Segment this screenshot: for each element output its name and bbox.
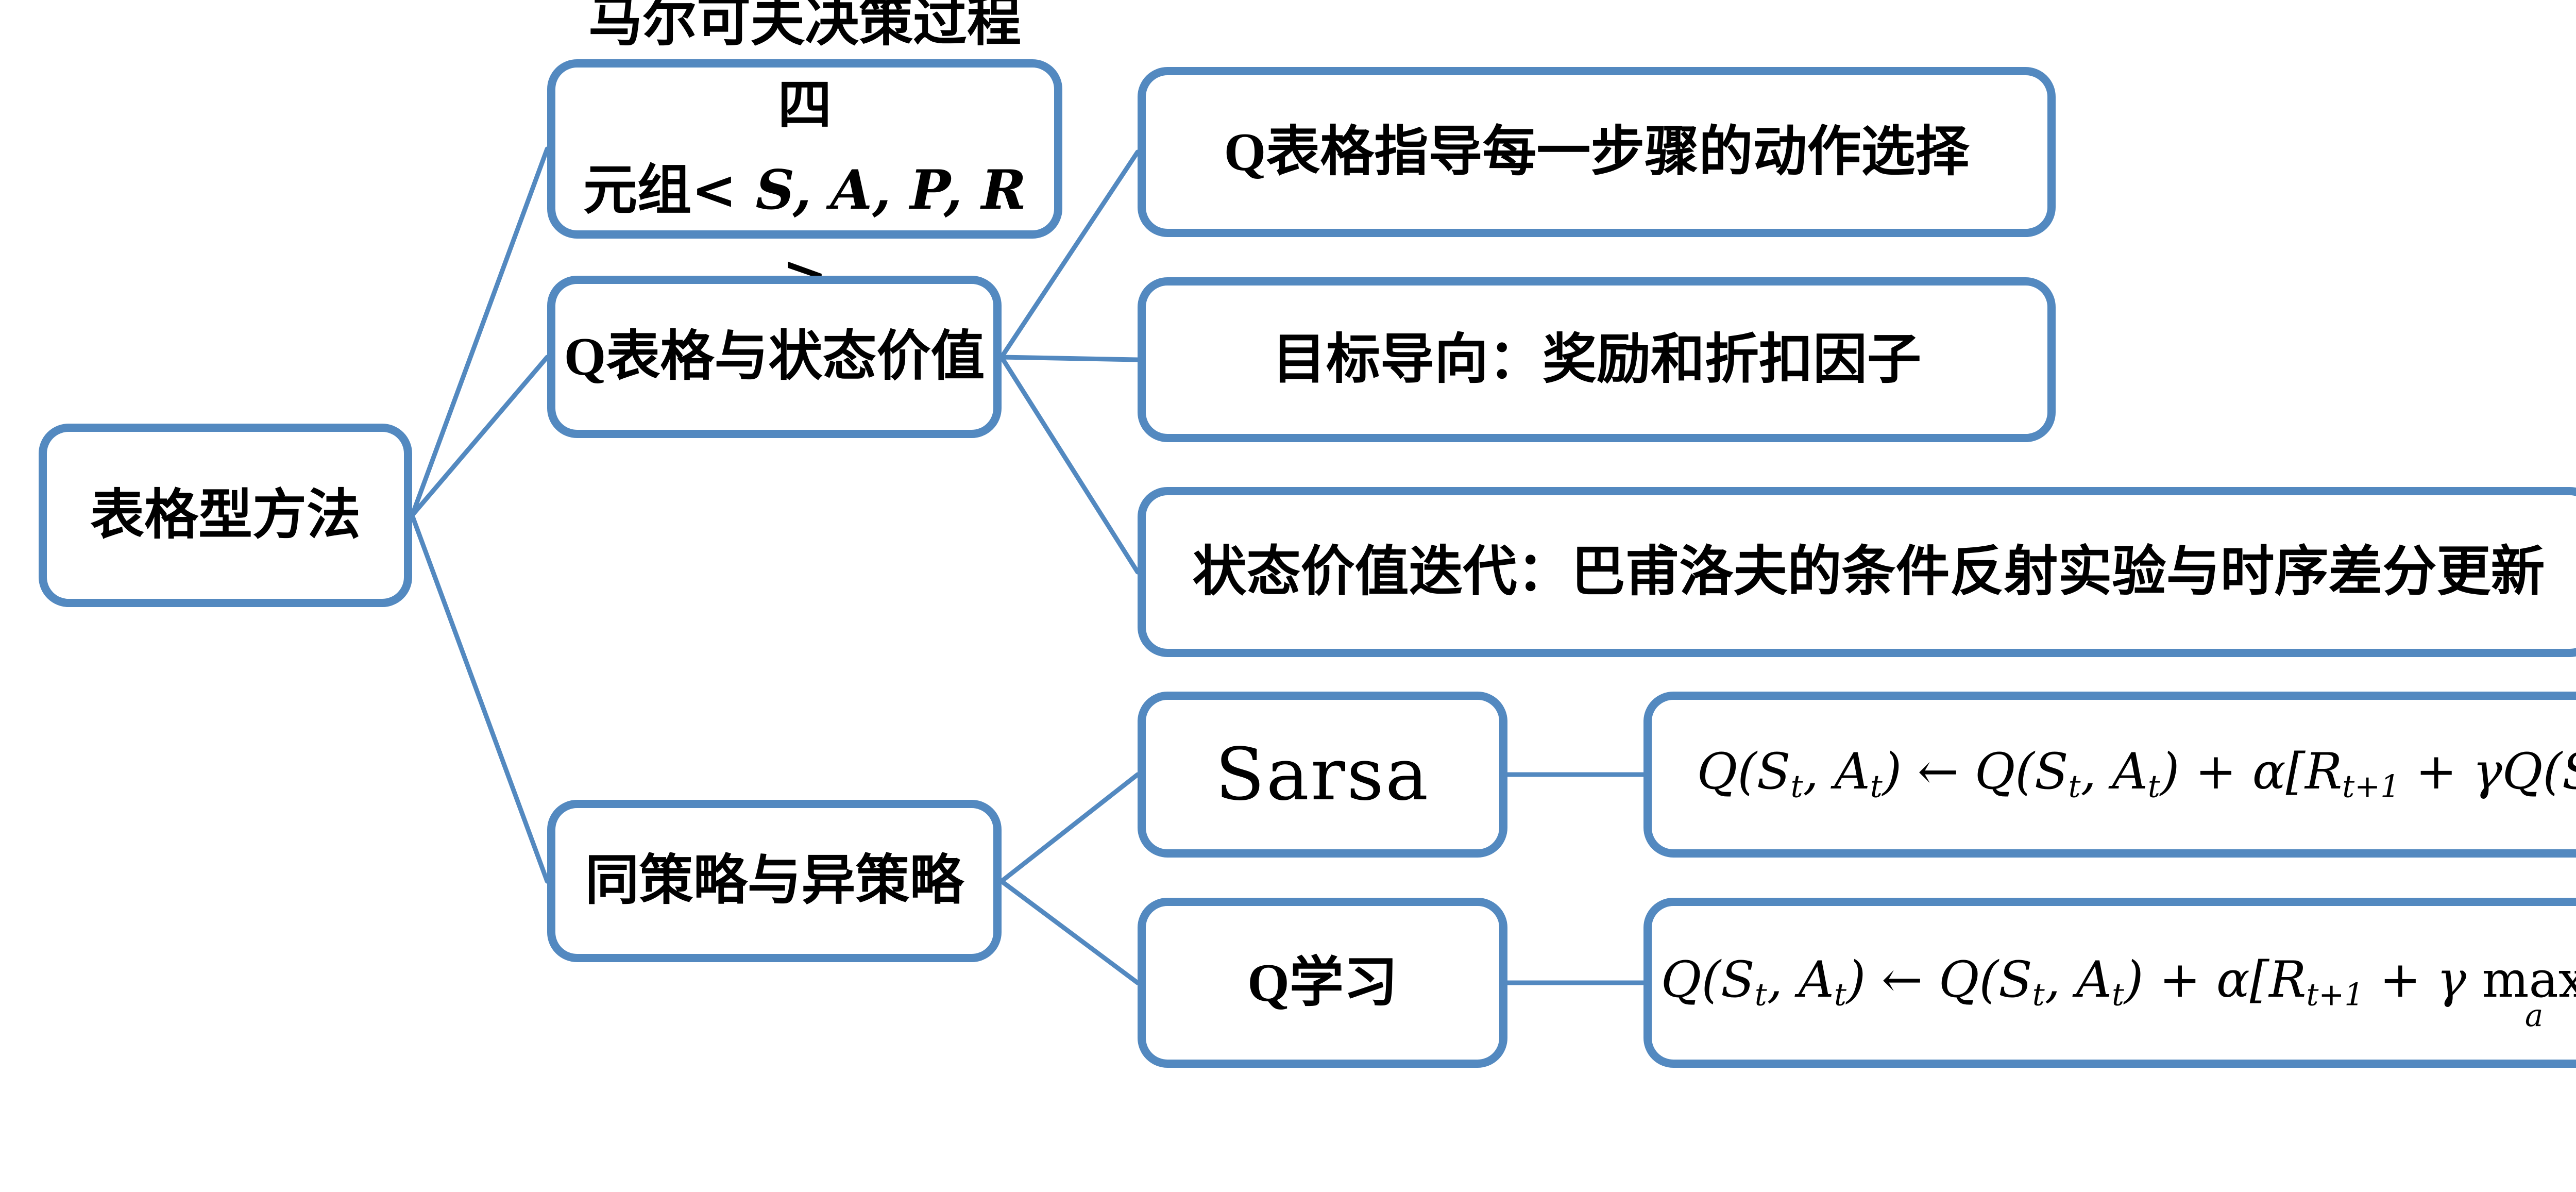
node-on-off-policy: 同策略与异策略 <box>547 800 1002 962</box>
node-q-learning-label: Q学习 <box>1247 952 1398 1013</box>
leaf-goal-oriented-label: 目标导向：奖励和折扣因子 <box>1272 329 1921 390</box>
node-qtable-state-value: Q表格与状态价值 <box>547 276 1002 438</box>
connector-qtable-action <box>999 149 1140 360</box>
node-mdp-tuple-label: 马尔可夫决策过程四 元组< S, A, P, R > <box>563 0 1047 318</box>
node-on-off-policy-label: 同策略与异策略 <box>585 850 964 911</box>
node-tabular-methods: 表格型方法 <box>39 424 412 607</box>
connector-root-mdp <box>410 146 550 518</box>
node-qtable-state-value-label: Q表格与状态价值 <box>564 326 985 387</box>
node-sarsa-label: Sarsa <box>1215 732 1430 817</box>
connector-root-policy <box>410 513 550 884</box>
connector-policy-qlearn <box>999 879 1140 985</box>
leaf-qtable-action-selection: Q表格指导每一步骤的动作选择 <box>1138 67 2056 237</box>
leaf-goal-oriented: 目标导向：奖励和折扣因子 <box>1138 277 2056 442</box>
connector-qtable-value <box>999 355 1140 575</box>
node-mdp-tuple: 马尔可夫决策过程四 元组< S, A, P, R > <box>547 0 1062 307</box>
node-q-learning: Q学习 <box>1138 898 1507 1068</box>
formula-sarsa-update-text: Q(St, At) ← Q(St, At) + α[Rt+1 + γQ(St+1… <box>1697 743 2576 805</box>
leaf-state-value-iteration-label: 状态价值迭代：巴甫洛夫的条件反射实验与时序差分更新 <box>1192 541 2545 602</box>
mdp-line2-prefix: 元组 <box>583 160 691 221</box>
connector-root-qtable <box>410 355 550 518</box>
leaf-qtable-action-selection-label: Q表格指导每一步骤的动作选择 <box>1224 121 1970 182</box>
node-tabular-methods-label: 表格型方法 <box>90 484 361 545</box>
connector-qtable-goal <box>999 355 1140 362</box>
leaf-state-value-iteration: 状态价值迭代：巴甫洛夫的条件反射实验与时序差分更新 <box>1138 487 2576 657</box>
node-sarsa: Sarsa <box>1138 692 1507 858</box>
formula-sarsa-update: Q(St, At) ← Q(St, At) + α[Rt+1 + γQ(St+1… <box>1643 692 2576 858</box>
connector-policy-sarsa <box>999 772 1140 884</box>
mdp-line1: 马尔可夫决策过程四 <box>588 0 1021 136</box>
